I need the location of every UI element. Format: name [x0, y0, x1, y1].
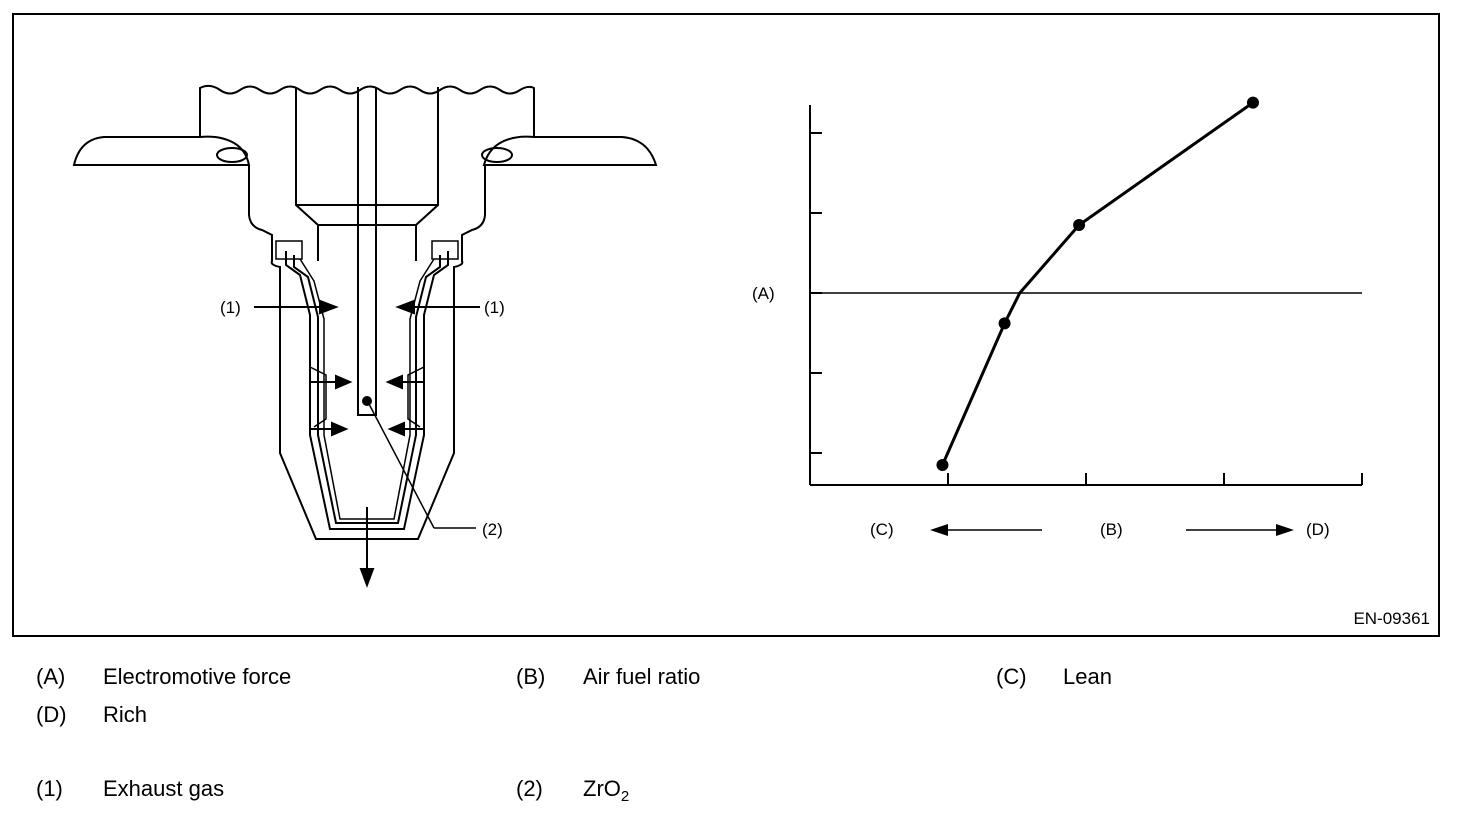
legend-text: ZrO2 — [583, 776, 630, 805]
legend-text: Air fuel ratio — [583, 664, 701, 689]
x-axis-label: (B) — [1100, 520, 1123, 539]
x-label-lean: (C) — [870, 520, 894, 539]
formula-main: ZrO — [583, 776, 621, 801]
callout-1-left: (1) — [220, 298, 241, 317]
leader-line-2 — [368, 403, 435, 529]
data-point — [1246, 96, 1259, 109]
gasket-right — [431, 240, 459, 260]
legend-key: (2) — [516, 776, 543, 801]
data-point — [1073, 219, 1086, 231]
data-point — [998, 317, 1011, 330]
gas-channel-left — [309, 366, 327, 428]
flange-bolt-hole-left — [216, 147, 248, 163]
legend-text: Electromotive force — [103, 664, 292, 689]
zro2-element-dot — [362, 396, 372, 406]
legend-key: (A) — [36, 664, 66, 689]
legend-text: Lean — [1063, 664, 1112, 689]
emf-curve — [941, 101, 1254, 466]
emf-chart: (A) (C) (B) (D) — [752, 96, 1363, 539]
arrow-head — [359, 568, 375, 588]
arrow-head — [395, 299, 415, 315]
arrow-head — [335, 374, 353, 390]
legend-key: (D) — [36, 702, 67, 727]
formula-subscript: 2 — [620, 788, 630, 805]
protective-tube-inner — [293, 255, 441, 524]
gas-channel-right — [407, 366, 425, 428]
arrow-head — [385, 374, 403, 390]
rich-arrow-head — [1276, 524, 1294, 536]
sensor-inner-chamber — [295, 87, 439, 261]
sensor-electrode — [357, 87, 377, 416]
gasket-left — [275, 240, 303, 260]
data-point — [936, 459, 949, 471]
sensor-housing-top — [199, 84, 535, 137]
legend-key: (B) — [516, 664, 546, 689]
diagram-canvas: (1) (1) (2) (A) (C) (B) (D) — [72, 84, 1363, 588]
figure-code: EN-09361 — [1353, 609, 1430, 628]
flange-bolt-hole-right — [481, 147, 513, 163]
sensor-flange-right — [482, 135, 658, 166]
arrow-head — [387, 421, 405, 437]
callout-1-right: (1) — [484, 298, 505, 317]
x-label-rich: (D) — [1306, 520, 1330, 539]
arrow-head — [319, 299, 339, 315]
legend-text: Exhaust gas — [103, 776, 225, 801]
sensor-body-outer — [248, 165, 486, 540]
legend-text: Rich — [103, 702, 148, 727]
sensor-flange — [72, 135, 251, 166]
sensor-diagram — [72, 84, 658, 588]
legend-key: (1) — [36, 776, 63, 801]
y-axis-label: (A) — [752, 284, 775, 303]
legend-key: (C) — [996, 664, 1027, 689]
lean-arrow-head — [930, 524, 948, 536]
callout-2: (2) — [482, 520, 503, 539]
figure-frame: (1) (1) (2) (A) (C) (B) (D) EN-09361 — [12, 13, 1440, 637]
protective-tube-outer — [285, 251, 449, 530]
arrow-head — [331, 421, 349, 437]
